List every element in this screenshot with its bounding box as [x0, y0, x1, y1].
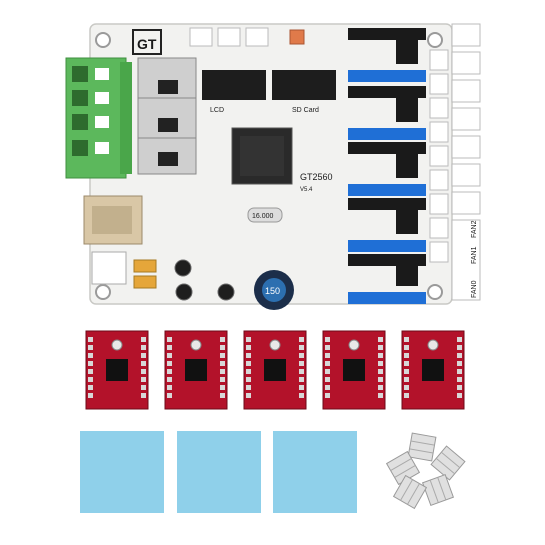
stepper-driver-module	[85, 330, 149, 410]
heatsink	[430, 445, 466, 481]
driver-sockets	[348, 28, 426, 304]
heatsinks	[385, 432, 466, 510]
socket-5	[348, 254, 426, 304]
endstop-connectors	[429, 23, 481, 263]
stepper-driver-module	[243, 330, 307, 410]
lcd-label: LCD	[210, 107, 224, 114]
thermal-pad	[177, 431, 261, 513]
thermal-pad	[80, 431, 164, 513]
crystal	[247, 207, 283, 223]
logo-text: GT	[137, 36, 157, 52]
crystal-label: 16.000	[252, 213, 274, 220]
heatsink	[407, 432, 437, 462]
heatsink	[392, 474, 428, 510]
inductor-label: 150	[265, 286, 280, 296]
usb-port	[83, 195, 143, 245]
stepper-driver-module	[322, 330, 386, 410]
brand-logo: GT	[132, 29, 162, 55]
stepper-drivers	[85, 330, 465, 410]
socket-2	[348, 86, 426, 140]
heatsink	[421, 473, 455, 507]
inductor: 150	[254, 270, 294, 310]
socket-4	[348, 198, 426, 252]
model-label: GT2560	[300, 172, 333, 182]
capacitors	[174, 259, 235, 301]
mosfet-heatsinks	[137, 57, 197, 175]
thermal-pad	[273, 431, 357, 513]
mounting-holes	[95, 32, 443, 300]
fan-connectors: FAN0 FAN1 FAN2	[451, 219, 481, 301]
sd-card-label: SD Card	[292, 107, 319, 114]
version-label: V5.4	[300, 187, 313, 193]
fan1-label: FAN1	[471, 246, 478, 264]
socket-3	[348, 142, 426, 196]
top-connectors	[189, 27, 269, 47]
power-connector	[91, 251, 127, 285]
atmega-chip	[231, 127, 293, 185]
thermal-pads	[80, 431, 357, 513]
fan0-label: FAN0	[471, 280, 478, 298]
gt2560-board: GT	[65, 23, 481, 310]
power-terminals	[65, 57, 132, 179]
expansion-headers: LCD SD Card	[202, 70, 336, 114]
reset-button	[289, 29, 305, 45]
fan2-label: FAN2	[471, 220, 478, 238]
fuses	[133, 259, 157, 289]
socket-1	[348, 28, 426, 82]
stepper-driver-module	[164, 330, 228, 410]
stepper-driver-module	[401, 330, 465, 410]
